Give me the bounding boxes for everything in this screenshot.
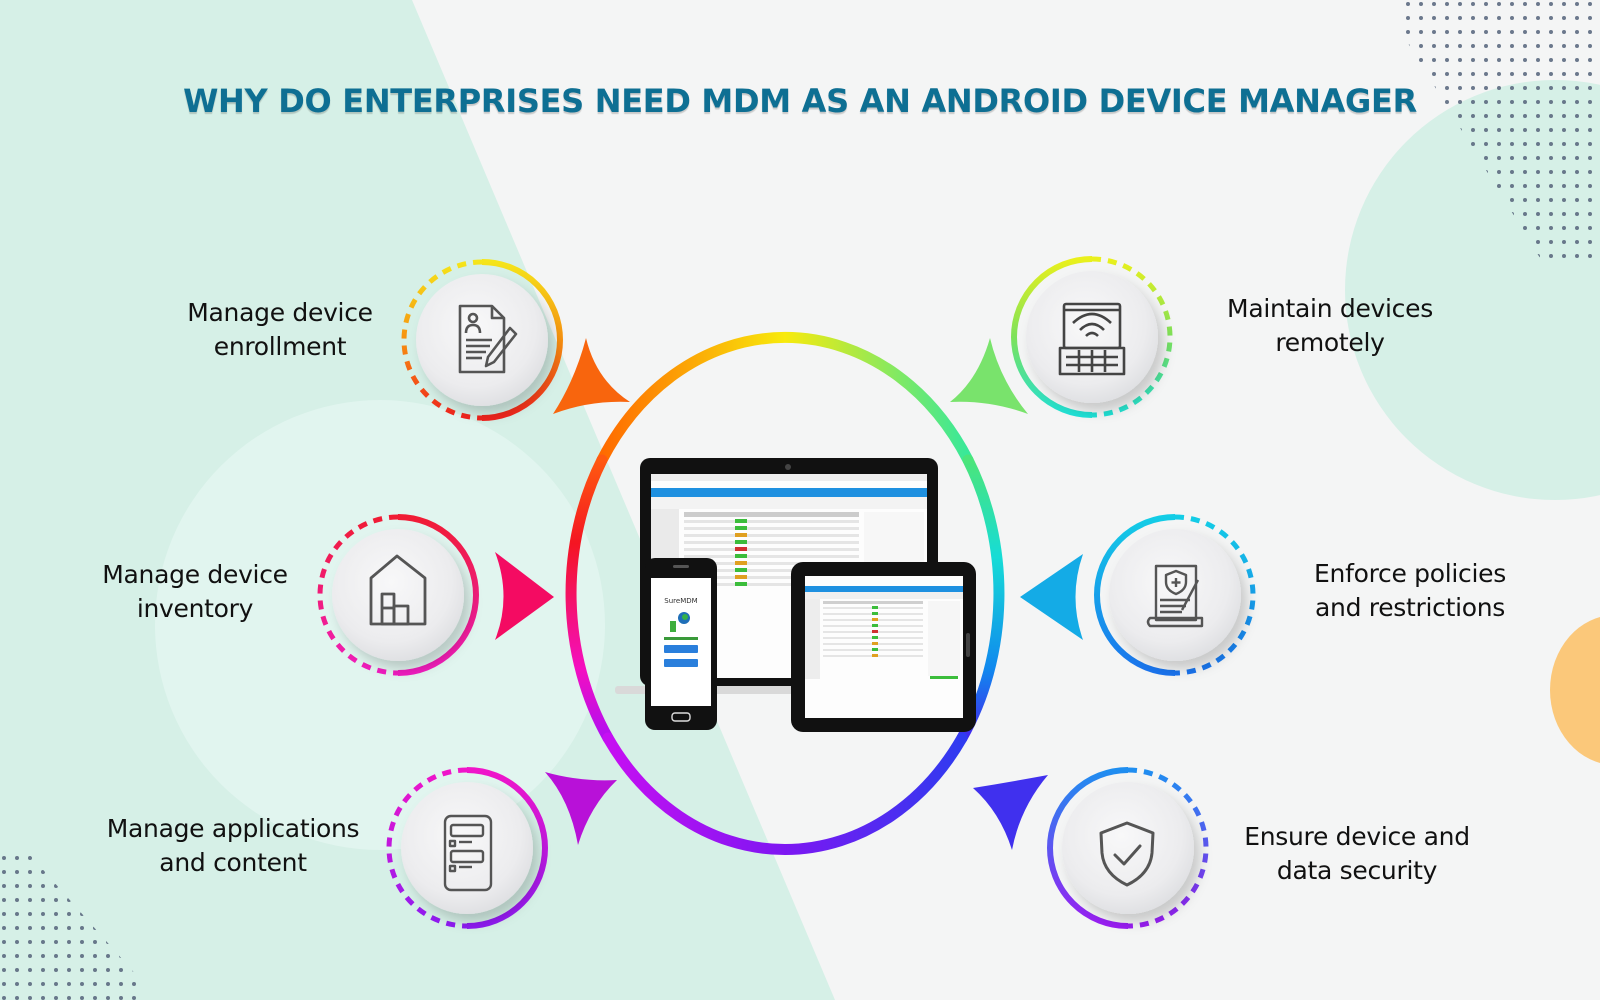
feature-circle-applications — [386, 767, 548, 929]
arrow-enrollment — [553, 338, 630, 414]
device-illustration: SureMDM — [615, 458, 976, 732]
arrow-applications — [545, 772, 617, 845]
arrow-policies — [1020, 554, 1083, 640]
central-ring — [565, 331, 1005, 856]
feature-circle-policies — [1094, 514, 1256, 676]
phone-screen — [651, 578, 711, 706]
arrow-inventory — [495, 552, 554, 640]
warehouse-icon — [369, 554, 427, 626]
policy-document-icon — [1146, 564, 1204, 628]
document-pen-icon — [458, 304, 518, 374]
phone-app-name: SureMDM — [664, 597, 697, 605]
label-inventory: Manage device inventory — [102, 560, 288, 623]
laptop-wifi-icon — [1058, 302, 1126, 376]
label-enrollment: Manage device enrollment — [187, 298, 373, 361]
shield-check-icon — [1099, 821, 1155, 887]
orange-circle-right — [1550, 617, 1600, 763]
feature-circle-remote — [1011, 256, 1173, 418]
feature-circle-enrollment — [401, 259, 563, 421]
feature-circle-security — [1047, 767, 1209, 929]
arrow-remote — [950, 338, 1028, 414]
feature-circle-inventory — [317, 514, 479, 676]
label-security: Ensure device and data security — [1244, 822, 1470, 885]
page-title: WHY DO ENTERPRISES NEED MDM AS AN ANDROI… — [183, 82, 1417, 120]
tablet-table-rows — [823, 601, 960, 679]
label-remote: Maintain devices remotely — [1227, 294, 1433, 357]
label-policies: Enforce policies and restrictions — [1314, 559, 1506, 622]
arrow-security — [973, 775, 1048, 850]
app-screen-icon — [443, 814, 493, 892]
label-applications: Manage applications and content — [106, 814, 360, 877]
